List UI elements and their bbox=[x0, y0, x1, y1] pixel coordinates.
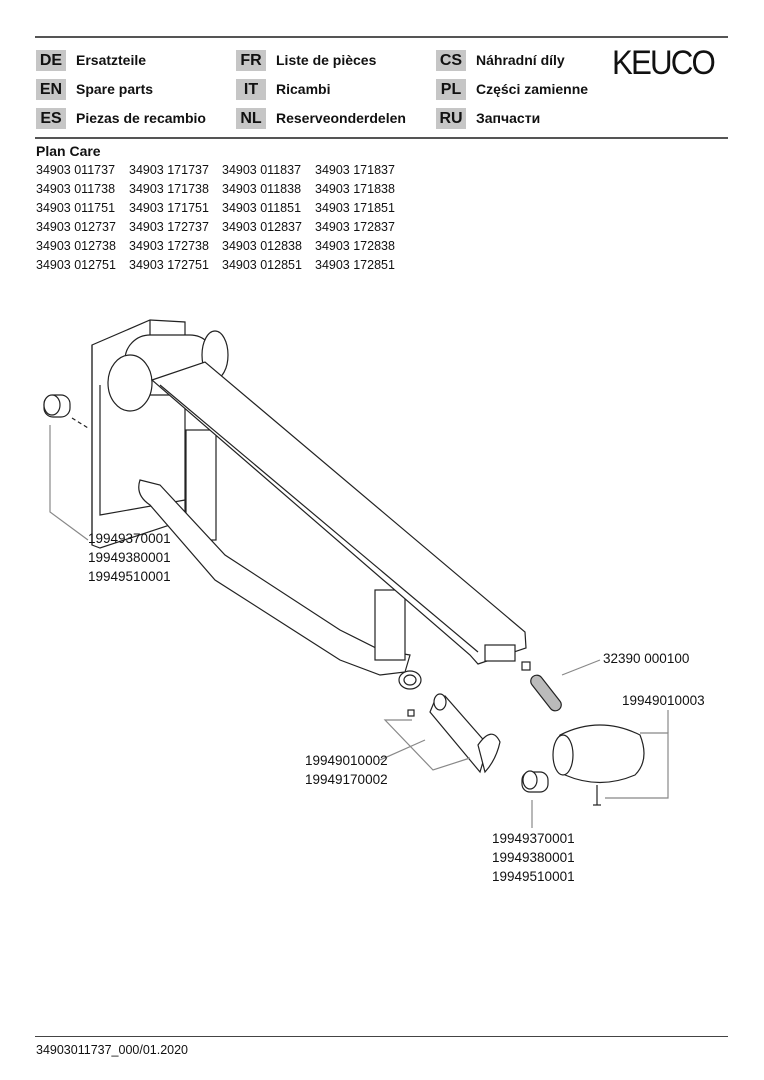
article-number: 34903 171838 bbox=[315, 182, 395, 196]
lang-fr: FR Liste de pièces bbox=[236, 49, 376, 71]
arm-end bbox=[398, 670, 422, 690]
pin bbox=[530, 674, 562, 712]
lang-label: Części zamienne bbox=[476, 81, 589, 97]
article-number: 34903 012751 bbox=[36, 258, 116, 272]
article-number: 34903 171737 bbox=[129, 163, 209, 177]
article-number: 34903 012738 bbox=[36, 239, 116, 253]
article-number: 34903 011837 bbox=[222, 163, 302, 177]
lang-pl: PL Części zamienne bbox=[436, 78, 588, 100]
lang-code: DE bbox=[36, 49, 66, 71]
article-number: 34903 012851 bbox=[222, 258, 302, 272]
article-number: 34903 012838 bbox=[222, 239, 302, 253]
lang-label: Piezas de recambio bbox=[76, 110, 206, 126]
article-number: 34903 171851 bbox=[315, 201, 395, 215]
lang-nl: NL Reserveonderdelen bbox=[236, 107, 406, 129]
end-cap bbox=[552, 724, 645, 784]
part-number: 19949010003 bbox=[622, 693, 705, 708]
part-number: 19949510001 bbox=[88, 569, 171, 584]
top-rule bbox=[35, 36, 728, 38]
lang-ru: RU Запчасти bbox=[436, 107, 540, 129]
article-number: 34903 172738 bbox=[129, 239, 209, 253]
article-number: 34903 171738 bbox=[129, 182, 209, 196]
article-number: 34903 172837 bbox=[315, 220, 395, 234]
article-number: 34903 172751 bbox=[129, 258, 209, 272]
leader bbox=[561, 659, 601, 676]
keuco-logo: KEUCO bbox=[612, 44, 716, 82]
lang-code: ES bbox=[36, 107, 66, 129]
grub-screw bbox=[407, 709, 415, 717]
leader bbox=[605, 732, 669, 799]
arm-end-bore bbox=[403, 674, 417, 686]
lang-label: Ricambi bbox=[276, 81, 331, 97]
document-number: 34903011737_000/01.2020 bbox=[36, 1043, 189, 1057]
part-number: 19949170002 bbox=[305, 772, 388, 787]
lang-de: DE Ersatzteile bbox=[36, 49, 146, 71]
lang-code: FR bbox=[236, 49, 266, 71]
part-number: 19949380001 bbox=[492, 850, 575, 865]
lang-label: Reserveonderdelen bbox=[276, 110, 406, 126]
footer-rule bbox=[35, 1036, 728, 1037]
article-number: 34903 171751 bbox=[129, 201, 209, 215]
main-bar bbox=[150, 361, 527, 665]
lang-code: NL bbox=[236, 107, 266, 129]
article-number: 34903 011838 bbox=[222, 182, 302, 196]
bar-end-insert bbox=[484, 644, 516, 662]
article-number: 34903 011751 bbox=[36, 201, 116, 215]
lang-label: Liste de pièces bbox=[276, 52, 377, 68]
lang-label: Запчасти bbox=[476, 110, 541, 126]
article-number: 34903 012837 bbox=[222, 220, 302, 234]
part-number: 19949370001 bbox=[88, 531, 171, 546]
lang-es: ES Piezas de recambio bbox=[36, 107, 206, 129]
leader bbox=[379, 739, 426, 761]
lang-label: Spare parts bbox=[76, 81, 154, 97]
bolt bbox=[521, 661, 531, 671]
article-number: 34903 011737 bbox=[36, 163, 116, 177]
lang-it: IT Ricambi bbox=[236, 78, 330, 100]
article-number: 34903 011738 bbox=[36, 182, 116, 196]
screw bbox=[593, 785, 601, 806]
logo-plate bbox=[374, 589, 406, 661]
article-number: 34903 172851 bbox=[315, 258, 395, 272]
part-number: 19949380001 bbox=[88, 550, 171, 565]
lang-label: Náhradní díly bbox=[476, 52, 565, 68]
header-rule bbox=[35, 137, 728, 139]
leader bbox=[71, 417, 89, 429]
holder bbox=[429, 693, 501, 774]
part-number: 19949010002 bbox=[305, 753, 388, 768]
lang-code: CS bbox=[436, 49, 466, 71]
cap-left bbox=[43, 394, 71, 418]
product-name: Plan Care bbox=[36, 143, 101, 159]
leader bbox=[49, 425, 89, 541]
article-number: 34903 172737 bbox=[129, 220, 209, 234]
part-number: 19949510001 bbox=[492, 869, 575, 884]
lang-en: EN Spare parts bbox=[36, 78, 153, 100]
article-number: 34903 011851 bbox=[222, 201, 302, 215]
leader bbox=[383, 719, 471, 771]
lang-cs: CS Náhradní díly bbox=[436, 49, 565, 71]
article-number: 34903 012737 bbox=[36, 220, 116, 234]
article-number: 34903 172838 bbox=[315, 239, 395, 253]
part-number: 32390 000100 bbox=[603, 651, 689, 666]
lang-code: EN bbox=[36, 78, 66, 100]
article-number: 34903 171837 bbox=[315, 163, 395, 177]
part-number: 19949370001 bbox=[492, 831, 575, 846]
lang-label: Ersatzteile bbox=[76, 52, 147, 68]
bar-edge bbox=[159, 384, 479, 653]
cap-bottom bbox=[521, 770, 549, 793]
lang-code: IT bbox=[236, 78, 266, 100]
lang-code: PL bbox=[436, 78, 466, 100]
lang-code: RU bbox=[436, 107, 466, 129]
